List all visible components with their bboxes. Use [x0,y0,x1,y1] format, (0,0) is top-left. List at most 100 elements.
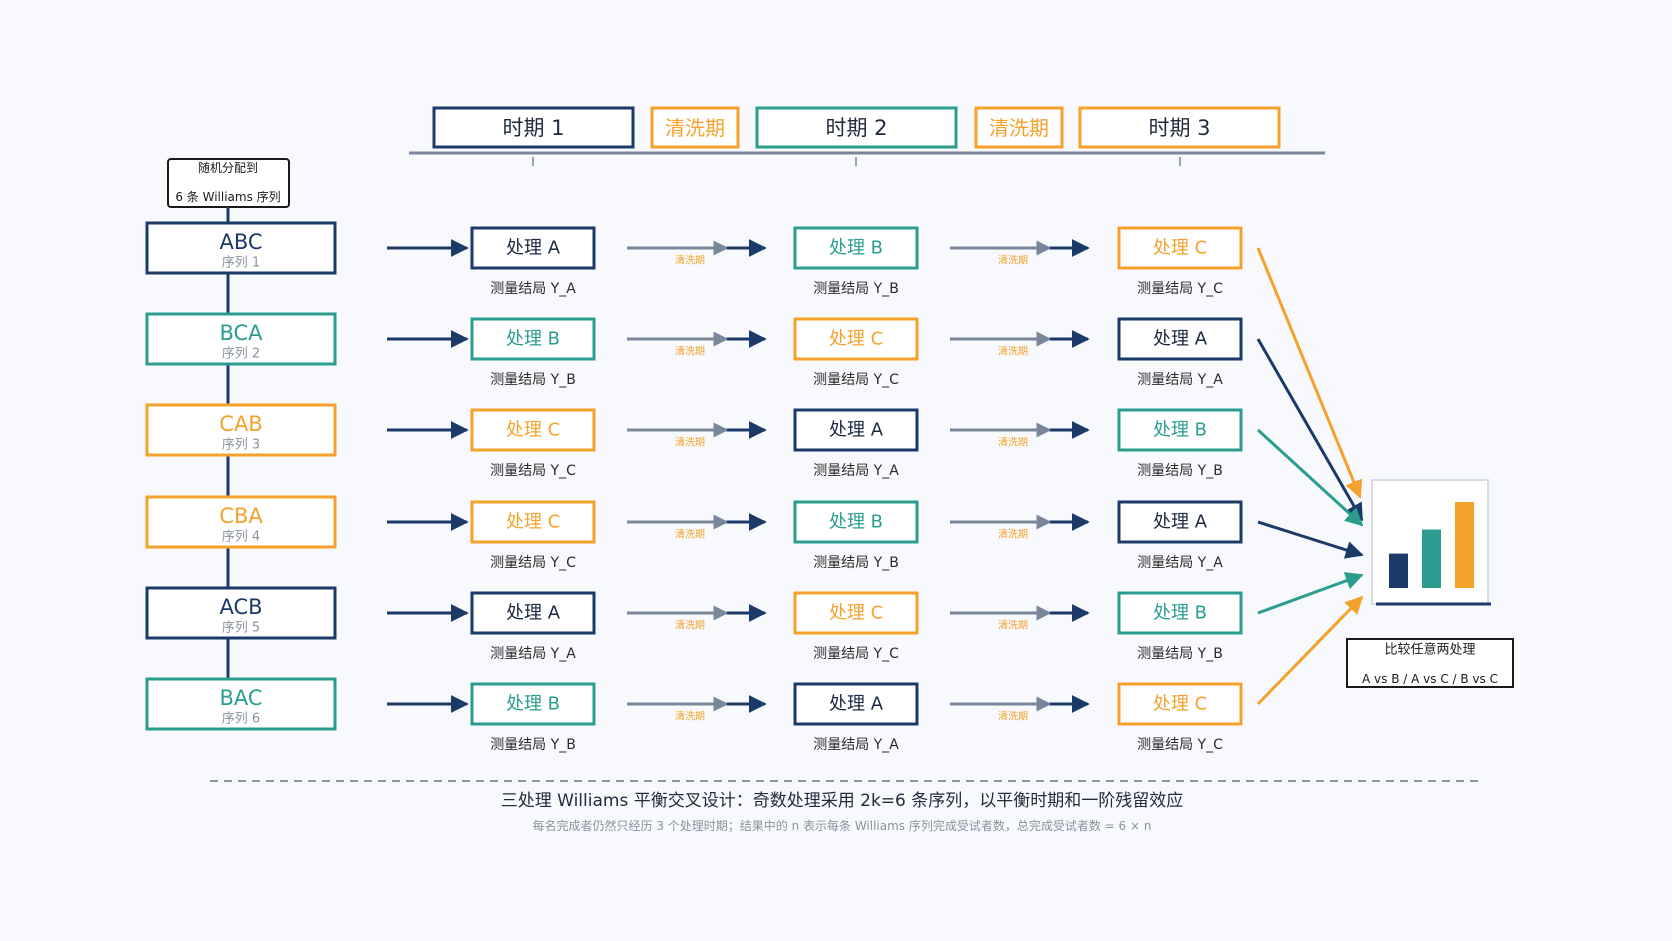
sequence-code: CAB [219,412,262,436]
randomization-line2: 6 条 Williams 序列 [175,189,280,204]
treatment-label: 处理 A [829,694,884,715]
washout-small-label: 清洗期 [675,710,705,723]
sequence-label: 序列 2 [222,347,260,362]
treatment-label: 处理 B [1153,420,1207,441]
outcome-label: 测量结局 Y_A [490,646,576,662]
treatment-label: 处理 C [829,603,883,624]
washout-small-label: 清洗期 [998,436,1028,449]
treatment-label: 处理 C [829,329,883,350]
washout-small-label: 清洗期 [675,436,705,449]
period-box [1078,106,1281,149]
outcome-label: 测量结局 Y_A [490,281,576,297]
treatment-label: 处理 C [506,420,560,441]
footer: 三处理 Williams 平衡交叉设计：奇数处理采用 2k=6 条序列，以平衡时… [210,780,1478,833]
sequence-code: ACB [219,595,262,619]
randomization-line1: 随机分配到 [198,160,258,175]
treatment-box [1117,500,1243,544]
washout-small-label: 清洗期 [675,345,705,358]
treatment-label: 处理 C [1153,694,1207,715]
chart-bar [1389,553,1408,588]
outcome-label: 测量结局 Y_A [813,463,899,479]
treatment-box [1117,682,1243,726]
washout-small-label: 清洗期 [998,528,1028,541]
treatment-box [793,408,919,452]
outcome-label: 测量结局 Y_A [1137,555,1223,571]
washout-small-label: 清洗期 [998,619,1028,632]
treatment-box [793,226,919,270]
sequence-code: BAC [219,686,262,710]
sequence-label: 序列 1 [222,256,260,271]
treatment-box [1117,591,1243,635]
outcome-label: 测量结局 Y_B [490,737,576,753]
sequence-box [145,221,337,275]
treatment-box [470,591,596,635]
treatment-box [1117,408,1243,452]
treatment-box [470,682,596,726]
sequence-label: 序列 6 [222,712,260,727]
washout-box [974,106,1064,149]
treatment-label: 处理 A [506,238,561,259]
sequence-box [145,586,337,640]
period-label: 时期 1 [502,116,564,140]
treatment-box [1117,317,1243,361]
treatment-box [793,500,919,544]
treatment-box [470,226,596,270]
period-box [432,106,635,149]
treatment-label: 处理 A [1153,329,1208,350]
outcome-label: 测量结局 Y_C [813,372,899,388]
washout-small-label: 清洗期 [675,619,705,632]
washout-small-label: 清洗期 [998,345,1028,358]
treatment-label: 处理 B [506,329,560,350]
outcome-label: 测量结局 Y_C [490,555,576,571]
sequence-code: CBA [219,504,263,528]
sequence-label: 序列 4 [222,530,260,545]
treatment-label: 处理 B [829,238,883,259]
outcome-label: 测量结局 Y_A [1137,372,1223,388]
outcome-label: 测量结局 Y_B [813,555,899,571]
sequence-box [145,312,337,366]
outcome-label: 测量结局 Y_B [1137,463,1223,479]
sequence-box [145,677,337,731]
outcome-label: 测量结局 Y_B [813,281,899,297]
outcome-label: 测量结局 Y_A [813,737,899,753]
converge-arrow [1256,595,1364,706]
treatment-box [793,591,919,635]
chart-bar [1455,502,1474,588]
treatment-label: 处理 B [829,512,883,533]
treatment-box [793,682,919,726]
randomization-box: 随机分配到 6 条 Williams 序列 [167,158,290,222]
treatment-label: 处理 C [1153,238,1207,259]
period-header: 时期 1 清洗期 时期 2 清洗期 时期 3 [409,106,1325,166]
washout-small-label: 清洗期 [998,710,1028,723]
washout-label: 清洗期 [665,116,725,140]
sequence-label: 序列 3 [222,438,260,453]
sequence-code: BCA [219,321,263,345]
washout-box [650,106,740,149]
sequence-box [145,495,337,549]
comparison-line1: 比较任意两处理 [1384,642,1475,658]
footer-note: 每名完成者仍然只经历 3 个处理时期；结果中的 n 表示每条 Williams … [533,818,1152,833]
converge-arrow [1257,520,1364,559]
period-box [755,106,958,149]
outcome-label: 测量结局 Y_C [1137,281,1223,297]
converge-arrow [1257,572,1364,615]
outcome-label: 测量结局 Y_C [490,463,576,479]
washout-label: 清洗期 [989,116,1049,140]
treatment-box [470,317,596,361]
treatment-label: 处理 B [506,694,560,715]
treatment-box [470,408,596,452]
sequence-code: ABC [219,230,262,254]
converge-arrow [1256,428,1364,527]
outcome-label: 测量结局 Y_C [1137,737,1223,753]
footer-title: 三处理 Williams 平衡交叉设计：奇数处理采用 2k=6 条序列，以平衡时… [501,791,1184,811]
washout-small-label: 清洗期 [675,254,705,267]
converge-arrow [1256,247,1363,499]
period-label: 时期 3 [1148,116,1210,140]
outcome-label: 测量结局 Y_B [490,372,576,388]
washout-small-label: 清洗期 [675,528,705,541]
chart-bar [1422,529,1441,588]
period-label: 时期 2 [825,116,887,140]
treatment-box [1117,226,1243,270]
